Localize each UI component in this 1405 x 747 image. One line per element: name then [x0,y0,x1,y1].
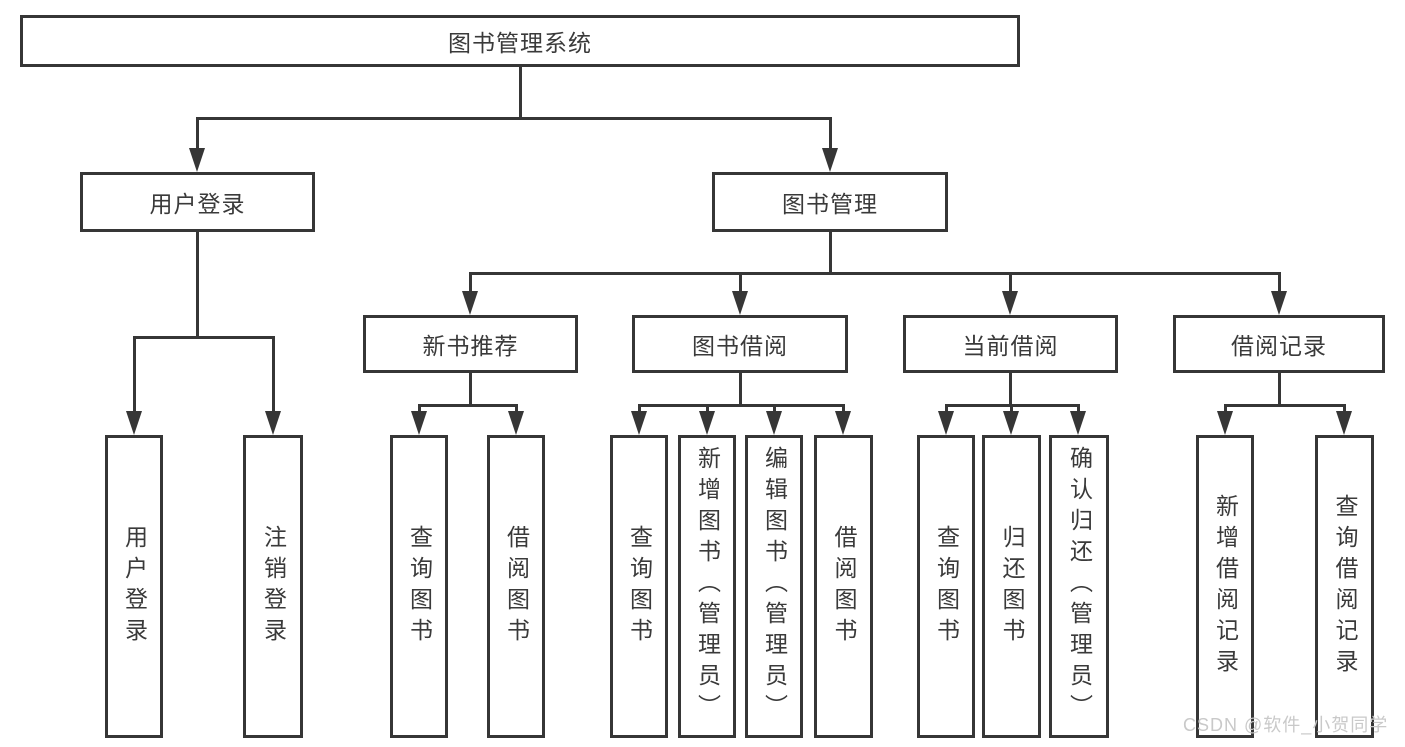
connector-line [196,117,831,120]
leaf-borrow-books: 借阅图书 [814,435,873,738]
arrowhead-icon [699,411,715,435]
connector-line [515,404,518,414]
arrowhead-icon [462,291,478,315]
leaf-label: 借阅图书 [503,524,530,649]
connector-line [945,404,948,414]
arrowhead-icon [265,411,281,435]
leaf-query-books-current: 查询图书 [917,435,975,738]
leaf-confirm-return-admin: 确认归还（管理员） [1049,435,1109,738]
node-book-borrow: 图书借阅 [632,315,848,373]
connector-line [638,404,845,407]
connector-line [519,67,522,117]
arrowhead-icon [1217,411,1233,435]
node-root-label: 图书管理系统 [448,30,592,56]
leaf-label: 编辑图书（管理员） [761,446,788,725]
connector-line [739,272,742,293]
connector-line [1224,404,1227,414]
connector-line [638,404,641,414]
arrowhead-icon [631,411,647,435]
leaf-label: 新增借阅记录 [1212,493,1239,680]
node-root: 图书管理系统 [20,15,1020,67]
arrowhead-icon [126,411,142,435]
connector-line [418,404,421,414]
leaf-query-books-recommend: 查询图书 [390,435,448,738]
leaf-label: 查询图书 [626,524,653,649]
node-user-login: 用户登录 [80,172,315,232]
node-new-book-recommend: 新书推荐 [363,315,578,373]
arrowhead-icon [189,148,205,172]
leaf-add-borrow-record: 新增借阅记录 [1196,435,1254,738]
leaf-label: 查询图书 [406,524,433,649]
arrowhead-icon [835,411,851,435]
connector-line [196,117,199,150]
arrowhead-icon [1271,291,1287,315]
node-borrow-records: 借阅记录 [1173,315,1385,373]
connector-line [272,336,275,413]
connector-line [773,404,776,414]
node-label: 图书借阅 [692,333,788,359]
connector-line [1009,272,1012,293]
connector-line [829,232,832,272]
leaf-edit-book-admin: 编辑图书（管理员） [745,435,803,738]
leaf-label: 注销登录 [260,524,287,649]
node-current-borrow: 当前借阅 [903,315,1118,373]
connector-line [133,336,136,413]
connector-line [706,404,709,414]
node-label: 当前借阅 [962,333,1059,359]
node-book-management: 图书管理 [712,172,948,232]
connector-line [418,404,518,407]
leaf-borrow-books-recommend: 借阅图书 [487,435,545,738]
connector-line [739,373,742,404]
arrowhead-icon [822,148,838,172]
leaf-label: 用户登录 [121,524,148,649]
leaf-label: 查询借阅记录 [1332,493,1358,680]
leaf-query-books-borrow: 查询图书 [610,435,668,738]
arrowhead-icon [508,411,524,435]
connector-line [842,404,845,414]
connector-line [469,272,472,293]
leaf-label: 借阅图书 [831,524,857,649]
arrowhead-icon [938,411,954,435]
watermark: CSDN @软件_小贺同学 [1183,715,1389,735]
leaf-label: 新增图书（管理员） [694,446,721,725]
connector-line [1278,272,1281,293]
leaf-label: 确认归还（管理员） [1066,446,1093,725]
connector-line [1224,404,1346,407]
connector-line [1278,373,1281,404]
arrowhead-icon [411,411,427,435]
leaf-add-book-admin: 新增图书（管理员） [678,435,736,738]
arrowhead-icon [1003,411,1019,435]
connector-line [196,232,199,336]
connector-line [1077,404,1080,414]
arrowhead-icon [1336,411,1352,435]
connector-line [829,117,832,150]
connector-line [1343,404,1346,414]
leaf-query-borrow-record: 查询借阅记录 [1315,435,1374,738]
arrowhead-icon [732,291,748,315]
arrowhead-icon [1070,411,1086,435]
connector-line [1010,404,1013,414]
leaf-return-book: 归还图书 [982,435,1041,738]
arrowhead-icon [766,411,782,435]
node-label: 新书推荐 [422,333,519,359]
node-label: 借阅记录 [1231,333,1327,359]
arrowhead-icon [1002,291,1018,315]
leaf-logout-login: 注销登录 [243,435,303,738]
node-label: 图书管理 [782,191,878,217]
node-label: 用户登录 [149,191,246,217]
connector-line [1009,373,1012,404]
leaf-user-login: 用户登录 [105,435,163,738]
connector-line [133,336,275,339]
connector-line [469,373,472,404]
leaf-label: 查询图书 [933,524,960,649]
leaf-label: 归还图书 [999,524,1025,649]
connector-line [469,272,1281,275]
